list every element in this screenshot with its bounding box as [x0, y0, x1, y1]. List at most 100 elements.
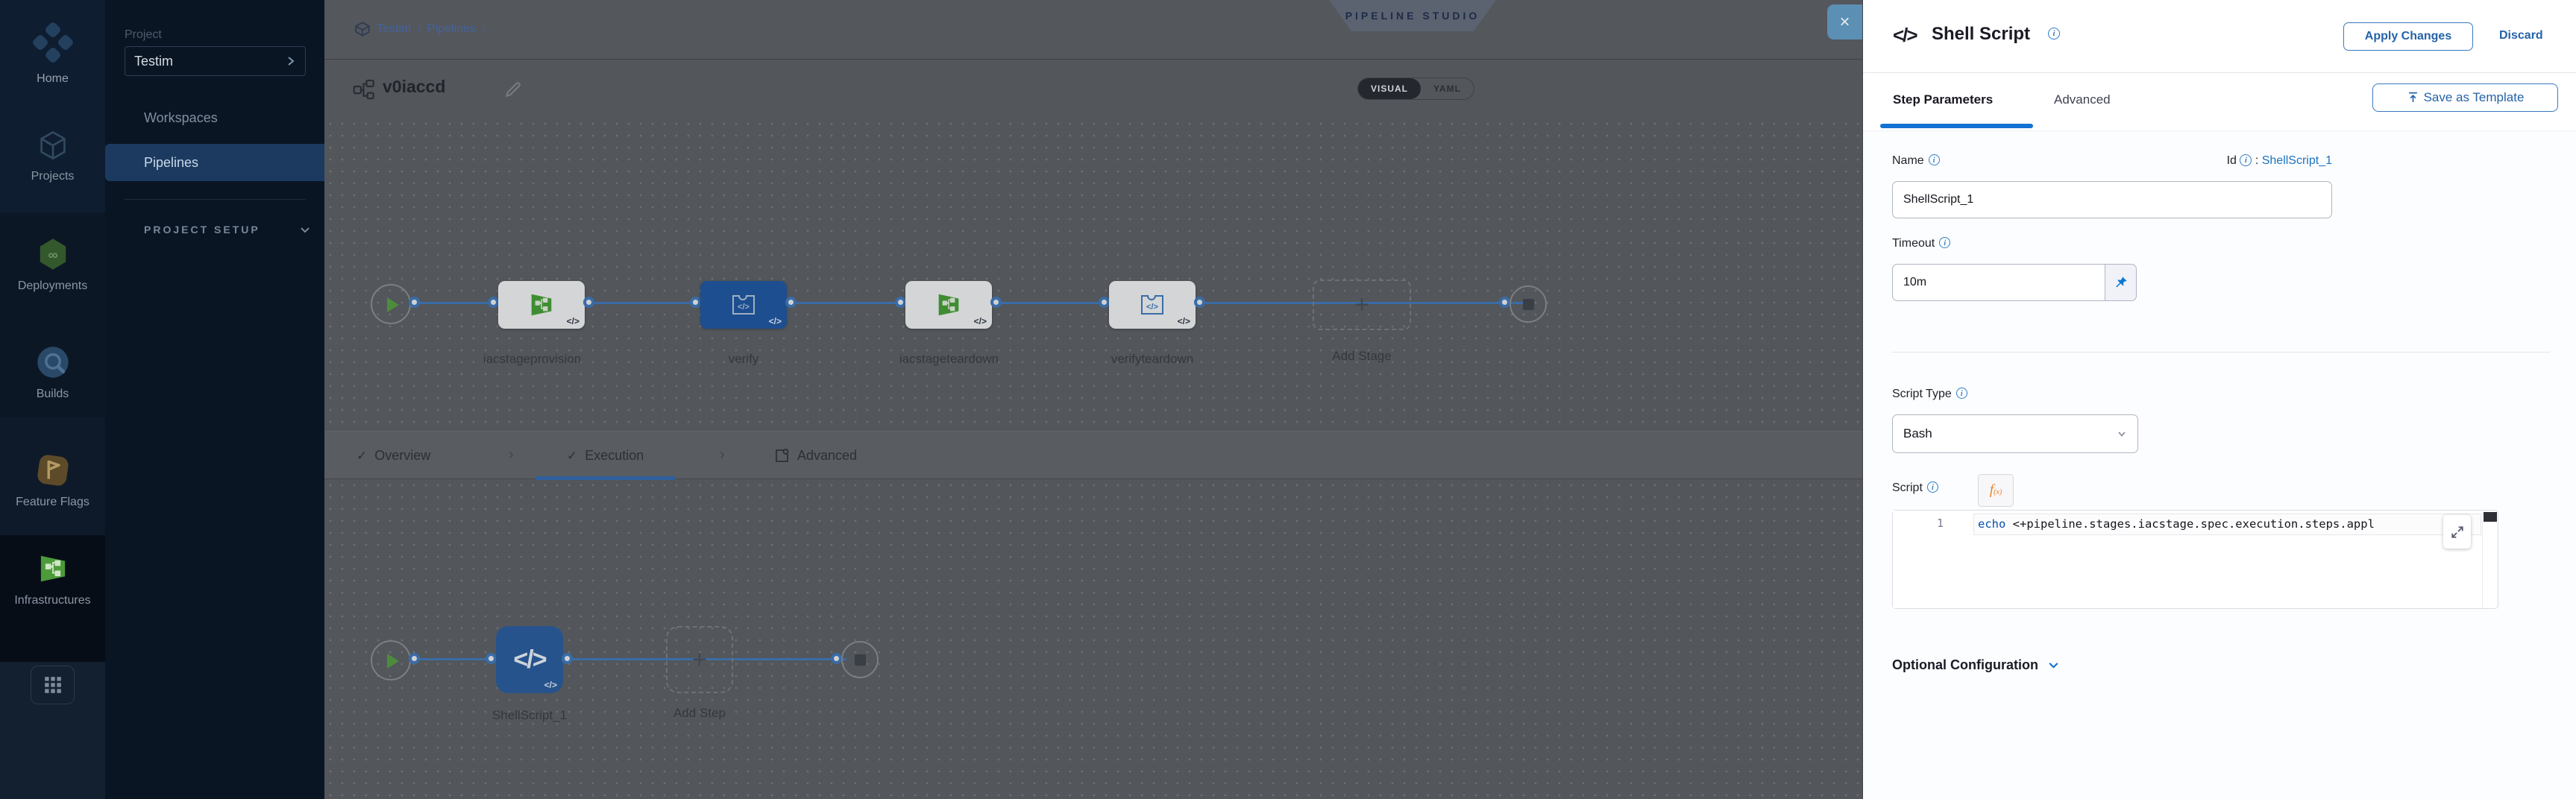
stop-icon	[1523, 299, 1534, 310]
chevron-down-icon	[2117, 429, 2127, 439]
project-setup-toggle[interactable]: PROJECT SETUP	[144, 224, 311, 236]
project-section-label: Project	[125, 28, 162, 41]
info-icon[interactable]: i	[1955, 388, 1967, 399]
port-node	[895, 297, 906, 308]
pin-icon	[2115, 277, 2127, 288]
divider	[125, 199, 306, 200]
pipeline-end-node	[1510, 285, 1547, 323]
discard-button[interactable]: Discard	[2499, 29, 2543, 42]
nav-item-builds[interactable]: Builds	[0, 345, 105, 401]
deployments-icon: ∞	[36, 237, 70, 271]
info-icon[interactable]: i	[1928, 154, 1940, 165]
sidebar-item-workspaces[interactable]: Workspaces	[105, 99, 324, 136]
apply-changes-button[interactable]: Apply Changes	[2343, 22, 2473, 51]
add-stage-button[interactable]: +	[1313, 280, 1411, 330]
save-as-template-button[interactable]: Save as Template	[2372, 83, 2558, 112]
custom-stage-icon: </>	[1137, 291, 1167, 318]
chevron-right-icon: ›	[481, 22, 486, 36]
view-toggle: VISUAL YAML	[1357, 78, 1474, 100]
editor-scrollbar-track	[2482, 511, 2483, 608]
fx-x: (x)	[1994, 488, 2002, 496]
toggle-yaml[interactable]: YAML	[1433, 83, 1461, 94]
port-node	[409, 653, 420, 664]
script-type-select[interactable]: Bash	[1892, 414, 2138, 453]
project-selector[interactable]: Testim	[125, 46, 306, 76]
name-input[interactable]	[1892, 181, 2332, 218]
nav-item-feature-flags[interactable]: Feature Flags	[0, 453, 105, 509]
expand-editor-button[interactable]	[2443, 515, 2471, 549]
check-icon: ✓	[567, 448, 578, 463]
add-step-button[interactable]: +	[666, 626, 733, 693]
harness-logo-icon	[30, 21, 76, 64]
stage-label: iacstageprovision	[483, 352, 582, 366]
tab-advanced[interactable]: Advanced	[2054, 92, 2111, 107]
code-badge: </>	[566, 316, 579, 326]
tab-step-parameters[interactable]: Step Parameters	[1893, 92, 1994, 107]
sidebar-item-pipelines[interactable]: Pipelines	[105, 144, 324, 181]
projects-cube-icon	[37, 129, 69, 162]
fixed-value-pin-button[interactable]	[2105, 264, 2137, 301]
chevron-right-icon: ›	[417, 22, 421, 36]
pipeline-name: v0iaccd	[383, 77, 446, 96]
step-id-value[interactable]: ShellScript_1	[2261, 154, 2332, 167]
tab-advanced[interactable]: Advanced	[773, 432, 857, 480]
stage-node-verifyteardown[interactable]: </> </>	[1109, 281, 1196, 329]
current-line-highlight	[1973, 514, 2481, 535]
stage-node-iacstageteardown[interactable]: </>	[905, 281, 992, 329]
nav-item-deployments[interactable]: ∞ Deployments	[0, 237, 105, 293]
editor-scrollbar-thumb[interactable]	[2484, 512, 2497, 522]
sidebar-item-label: Pipelines	[144, 155, 199, 170]
execution-start-node	[371, 640, 411, 680]
stage-graph: </> </> </>	[324, 118, 1862, 431]
info-icon[interactable]: i	[1939, 237, 1951, 248]
code-keyword: echo	[1978, 517, 2006, 531]
optional-configuration-toggle[interactable]: Optional Configuration	[1892, 657, 2060, 673]
stop-icon	[855, 654, 866, 666]
nav-block-active	[0, 535, 105, 662]
info-icon[interactable]: i	[1926, 481, 1938, 493]
info-icon[interactable]: i	[2240, 154, 2252, 166]
port-node	[1099, 297, 1110, 308]
port-node	[562, 653, 573, 664]
module-grid-button[interactable]	[31, 666, 75, 704]
label-text: Script Type	[1892, 388, 1952, 400]
script-code-editor[interactable]: 1 echo <+pipeline.stages.iacstage.spec.e…	[1892, 510, 2498, 609]
timeout-field	[1892, 264, 2137, 301]
pipeline-studio-badge: PIPELINE STUDIO	[1329, 0, 1496, 31]
close-drawer-button[interactable]: ×	[1827, 4, 1862, 40]
code-badge: </>	[973, 316, 987, 326]
custom-stage-icon: </>	[729, 291, 758, 318]
nav-item-infrastructures[interactable]: Infrastructures	[0, 552, 105, 607]
port-node	[1499, 297, 1510, 308]
tab-label: Overview	[374, 448, 431, 463]
chevron-down-icon	[299, 224, 311, 236]
expression-fx-button[interactable]: f(x)	[1978, 474, 2014, 507]
tab-overview[interactable]: ✓ Overview	[356, 432, 430, 480]
stage-node-verify-selected[interactable]: </> </>	[700, 281, 787, 329]
step-node-shellscript[interactable]: </> </>	[496, 626, 563, 693]
timeout-input[interactable]	[1892, 264, 2105, 301]
port-node	[785, 297, 797, 308]
svg-text:∞: ∞	[48, 247, 57, 262]
project-sidebar: Project Testim Workspaces Pipelines PROJ…	[105, 0, 324, 799]
shell-script-icon: </>	[1893, 24, 1918, 46]
expand-icon	[2451, 525, 2463, 538]
port-node	[488, 297, 499, 308]
chevron-down-icon	[2047, 659, 2060, 672]
toggle-visual[interactable]: VISUAL	[1358, 78, 1421, 99]
port-node	[690, 297, 701, 308]
nav-item-projects[interactable]: Projects	[0, 129, 105, 183]
nav-item-home[interactable]: Home	[0, 21, 105, 86]
execution-end-node	[841, 641, 879, 678]
svg-text:</>: </>	[1146, 303, 1158, 312]
nav-item-label: Feature Flags	[16, 496, 89, 508]
stage-node-iacstageprovision[interactable]: </>	[498, 281, 585, 329]
edit-pencil-icon[interactable]	[503, 80, 523, 99]
info-icon[interactable]: i	[2048, 28, 2060, 40]
breadcrumb-link-pipelines[interactable]: Pipelines	[427, 22, 476, 35]
tab-execution[interactable]: ✓ Execution	[535, 432, 676, 480]
breadcrumb-link-project[interactable]: Testim	[377, 22, 412, 35]
port-node	[990, 297, 1002, 308]
